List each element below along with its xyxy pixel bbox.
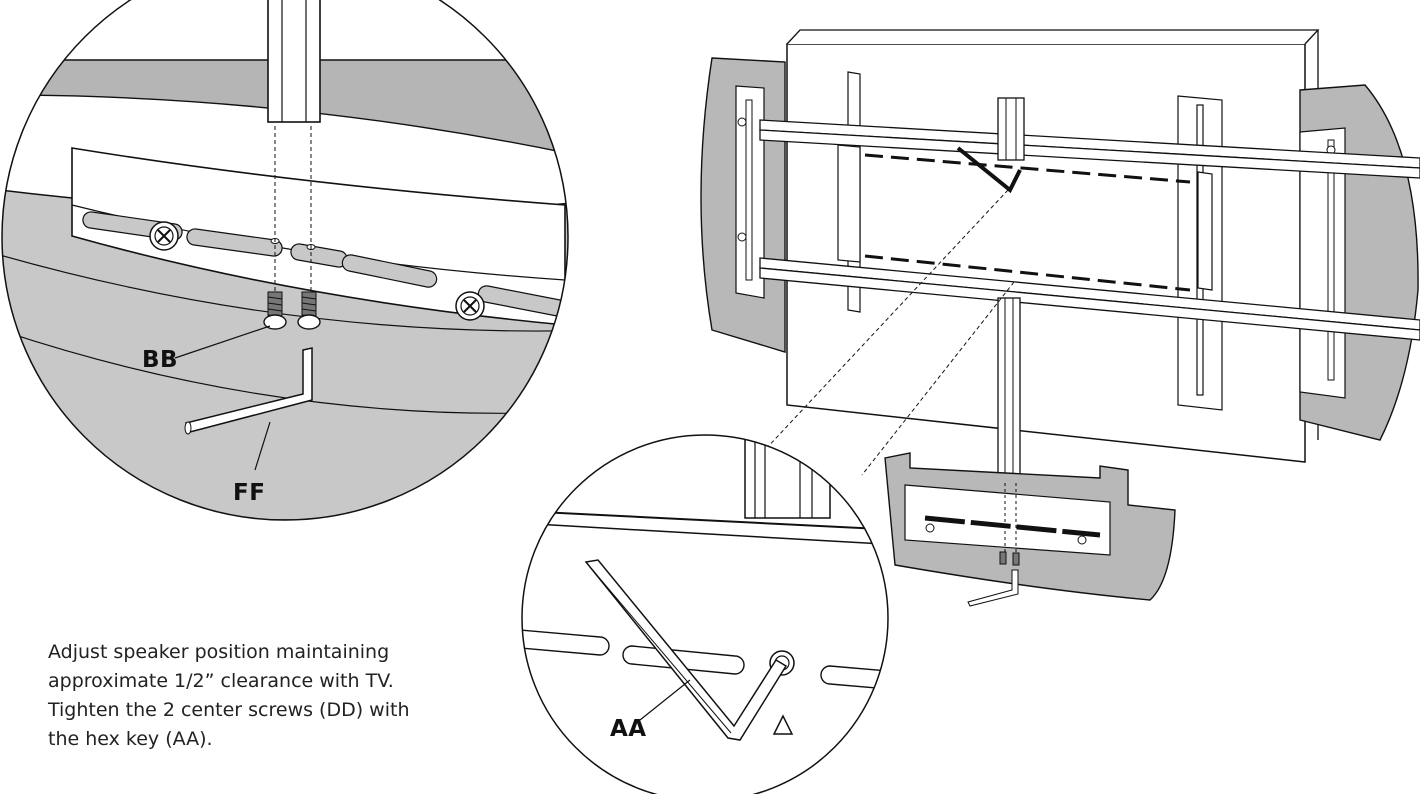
tv-assembly [700, 29, 1420, 607]
left-detail-circle [1, 0, 569, 521]
callout-bb: BB [142, 347, 179, 373]
instruction-line: the hex key (AA). [48, 728, 213, 750]
tv-back-panel [786, 43, 1306, 463]
left-speaker [700, 57, 786, 353]
delta-marker [772, 714, 794, 735]
bracket-screw-left [149, 221, 179, 251]
vertical-brackets [837, 71, 1223, 411]
right-detail-circle [521, 434, 889, 794]
instruction-text: Adjust speaker position maintaining appr… [48, 638, 428, 754]
center-post [997, 97, 1025, 484]
center-speaker [884, 452, 1176, 607]
lower-rail [759, 254, 1420, 341]
hex-key-ff [184, 347, 313, 435]
vertical-post [267, 0, 321, 123]
instruction-line: approximate 1/2” clearance with TV. [48, 670, 394, 692]
hex-key-aa [584, 559, 788, 741]
right-speaker [1299, 84, 1419, 441]
screws-bb [263, 291, 321, 330]
bracket-screw-right [455, 291, 485, 321]
upper-rail [759, 119, 1420, 184]
instruction-line: Adjust speaker position maintaining [48, 641, 390, 663]
callout-ff: FF [233, 480, 266, 506]
callout-aa: AA [610, 716, 647, 742]
instruction-line: Tighten the 2 center screws (DD) with [48, 699, 410, 721]
